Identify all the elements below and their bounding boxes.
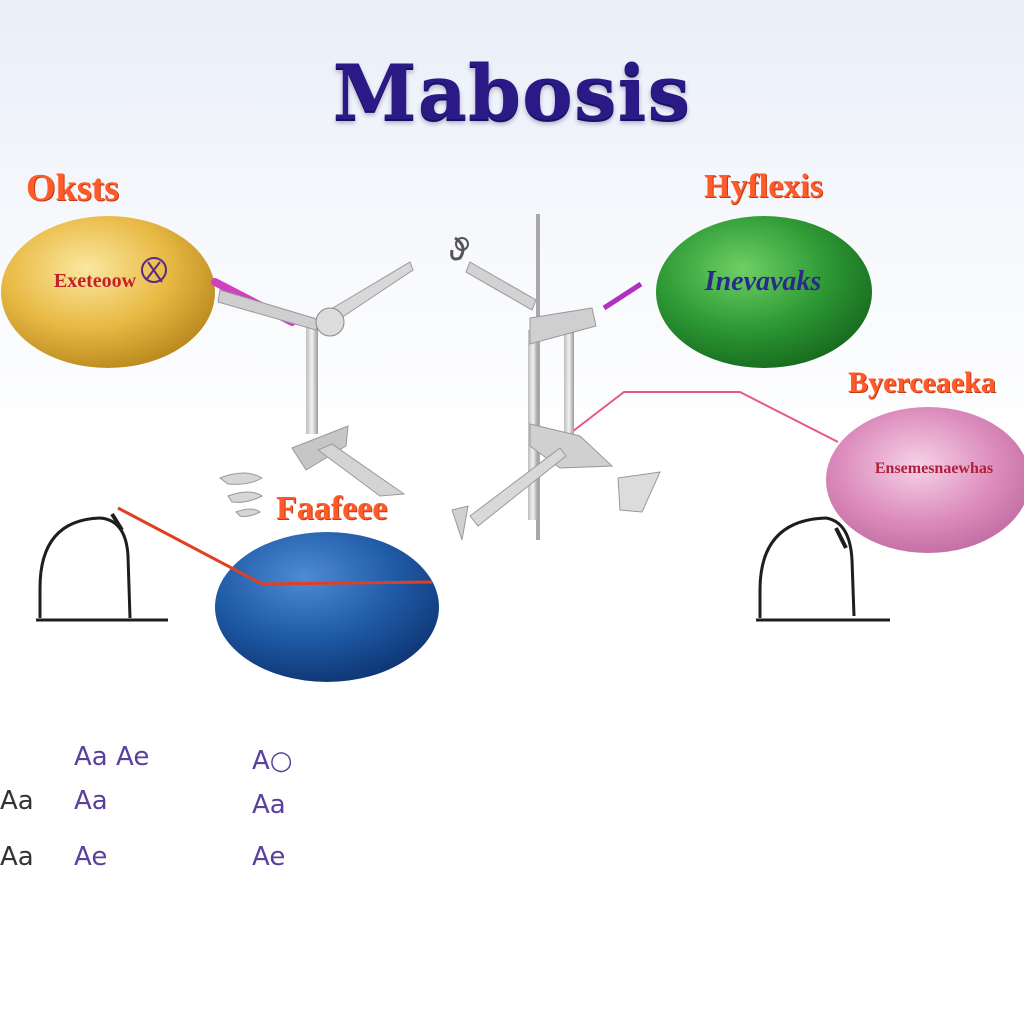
legend-cell-0-0: Aa xyxy=(74,742,108,772)
connector-pink xyxy=(563,391,839,443)
blue-orb xyxy=(215,532,439,682)
legend-cell-0-2: A○ xyxy=(252,746,293,776)
green-orb xyxy=(656,216,872,368)
legend-cell-1-2: Aa xyxy=(252,790,286,820)
pink-orb xyxy=(826,407,1024,553)
stand-left xyxy=(36,512,168,622)
flower-icon xyxy=(141,257,167,283)
legend-cell-2-1: Ae xyxy=(74,842,108,872)
apparatus-right xyxy=(450,214,661,541)
label-green-node: Hyflexis xyxy=(704,168,823,205)
label-blue-node: Faafeee xyxy=(276,490,388,527)
label-pink-node: Byerceaeka xyxy=(848,366,996,399)
legend-cell-1-0: Aa xyxy=(0,786,34,816)
legend-cell-0-1: Ae xyxy=(116,742,150,772)
apparatus-left xyxy=(217,261,414,517)
connector-blue xyxy=(117,506,433,586)
diagram-title: Mabosis xyxy=(332,48,692,137)
legend-cell-1-1: Aa xyxy=(74,786,108,816)
stand-right xyxy=(756,516,890,622)
label-yellow-node: Oksts xyxy=(26,167,119,209)
yellow-orb xyxy=(1,216,215,368)
pink-orb-text: Ensemesnaewhas xyxy=(874,460,994,477)
legend-cell-2-0: Aa xyxy=(0,842,34,872)
connector-green xyxy=(602,281,643,311)
legend-cell-2-2: Ae xyxy=(252,842,286,872)
yellow-orb-text: Exeteoow xyxy=(53,270,137,292)
green-orb-text: Inevavaks xyxy=(704,266,822,297)
